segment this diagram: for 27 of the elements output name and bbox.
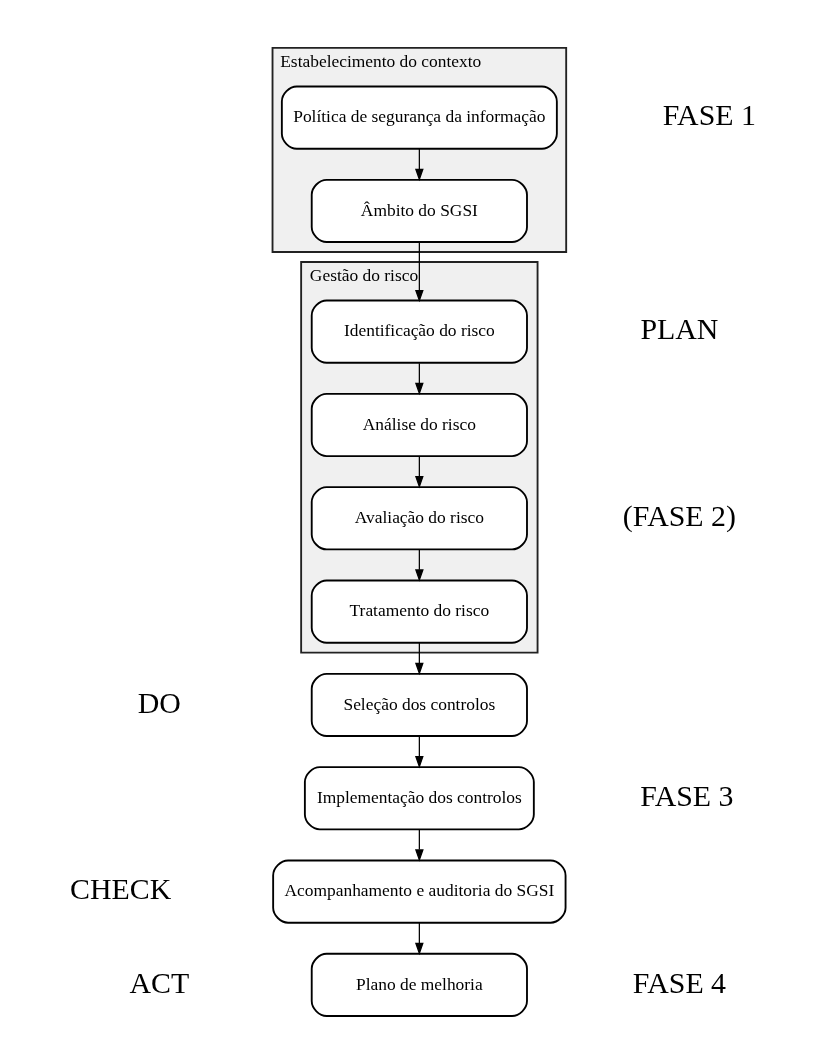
label: FASE 4 [632, 965, 727, 999]
arrow [415, 549, 424, 582]
label: CHECK [70, 872, 172, 906]
node-box: Tratamento do risco [310, 579, 528, 644]
arrow [415, 829, 424, 862]
arrow [415, 362, 424, 396]
label: ACT [129, 965, 190, 999]
node-box: Âmbito do SGSI [310, 178, 528, 243]
node-box: Seleção dos controlos [310, 672, 528, 737]
label: (FASE 2) [622, 499, 736, 532]
label: FASE 3 [640, 778, 734, 812]
node-box: Identificação do risco [310, 299, 528, 364]
node-box: Implementação dos controlos [303, 766, 535, 831]
label: FASE 1 [662, 98, 756, 132]
node-box: Plano de melhoria [310, 952, 528, 1017]
arrow [415, 642, 424, 676]
arrow [415, 242, 424, 303]
node-box: Análise do risco [310, 392, 528, 457]
arrow [415, 922, 424, 956]
arrow [415, 735, 424, 769]
node-box: Acompanhamento e auditoria do SGSI [272, 859, 567, 924]
node-box: Política de segurança da informação [280, 85, 558, 150]
arrow [415, 455, 424, 489]
node-box: Avaliação do risco [310, 486, 528, 551]
label: DO [137, 685, 181, 719]
arrow [415, 148, 424, 182]
label: PLAN [640, 312, 719, 346]
